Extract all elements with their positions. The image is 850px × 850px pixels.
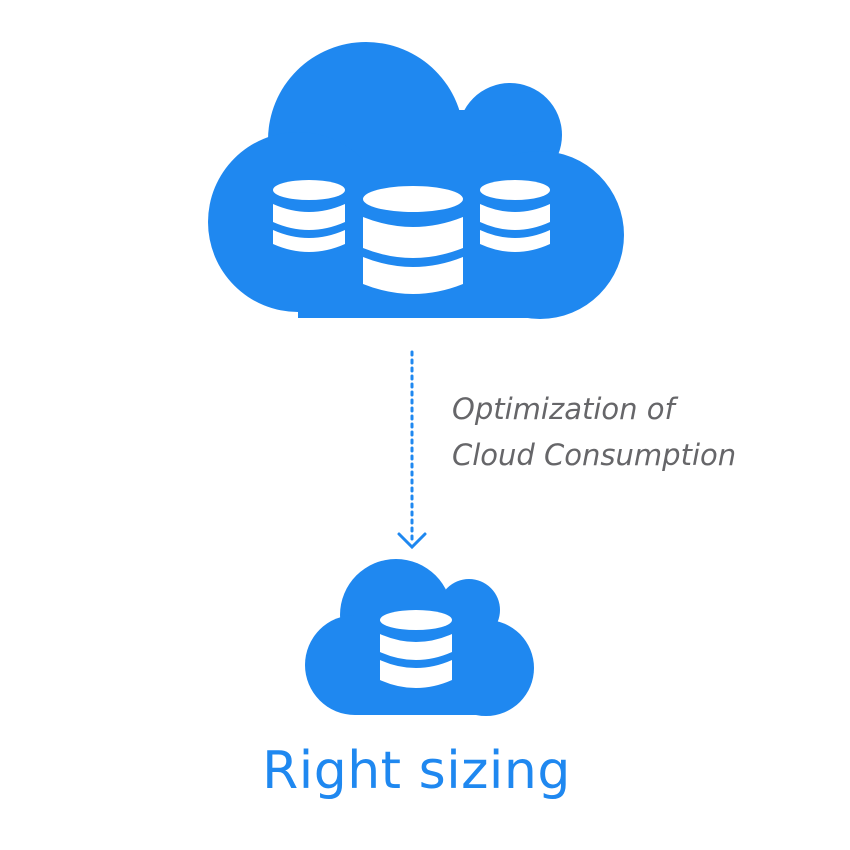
database-icon <box>480 180 550 252</box>
source-cloud <box>208 42 624 319</box>
optimization-caption: Optimization of Cloud Consumption <box>452 386 736 478</box>
small-cloud-icon <box>305 559 534 716</box>
result-title: Right sizing <box>262 741 571 801</box>
database-icon <box>363 186 463 294</box>
dotted-arrow-down-icon <box>397 350 427 550</box>
database-icon <box>273 180 345 252</box>
caption-line-2: Cloud Consumption <box>452 438 737 472</box>
caption-line-1: Optimization of <box>452 392 675 426</box>
target-cloud <box>305 559 534 716</box>
database-icon <box>380 610 452 688</box>
